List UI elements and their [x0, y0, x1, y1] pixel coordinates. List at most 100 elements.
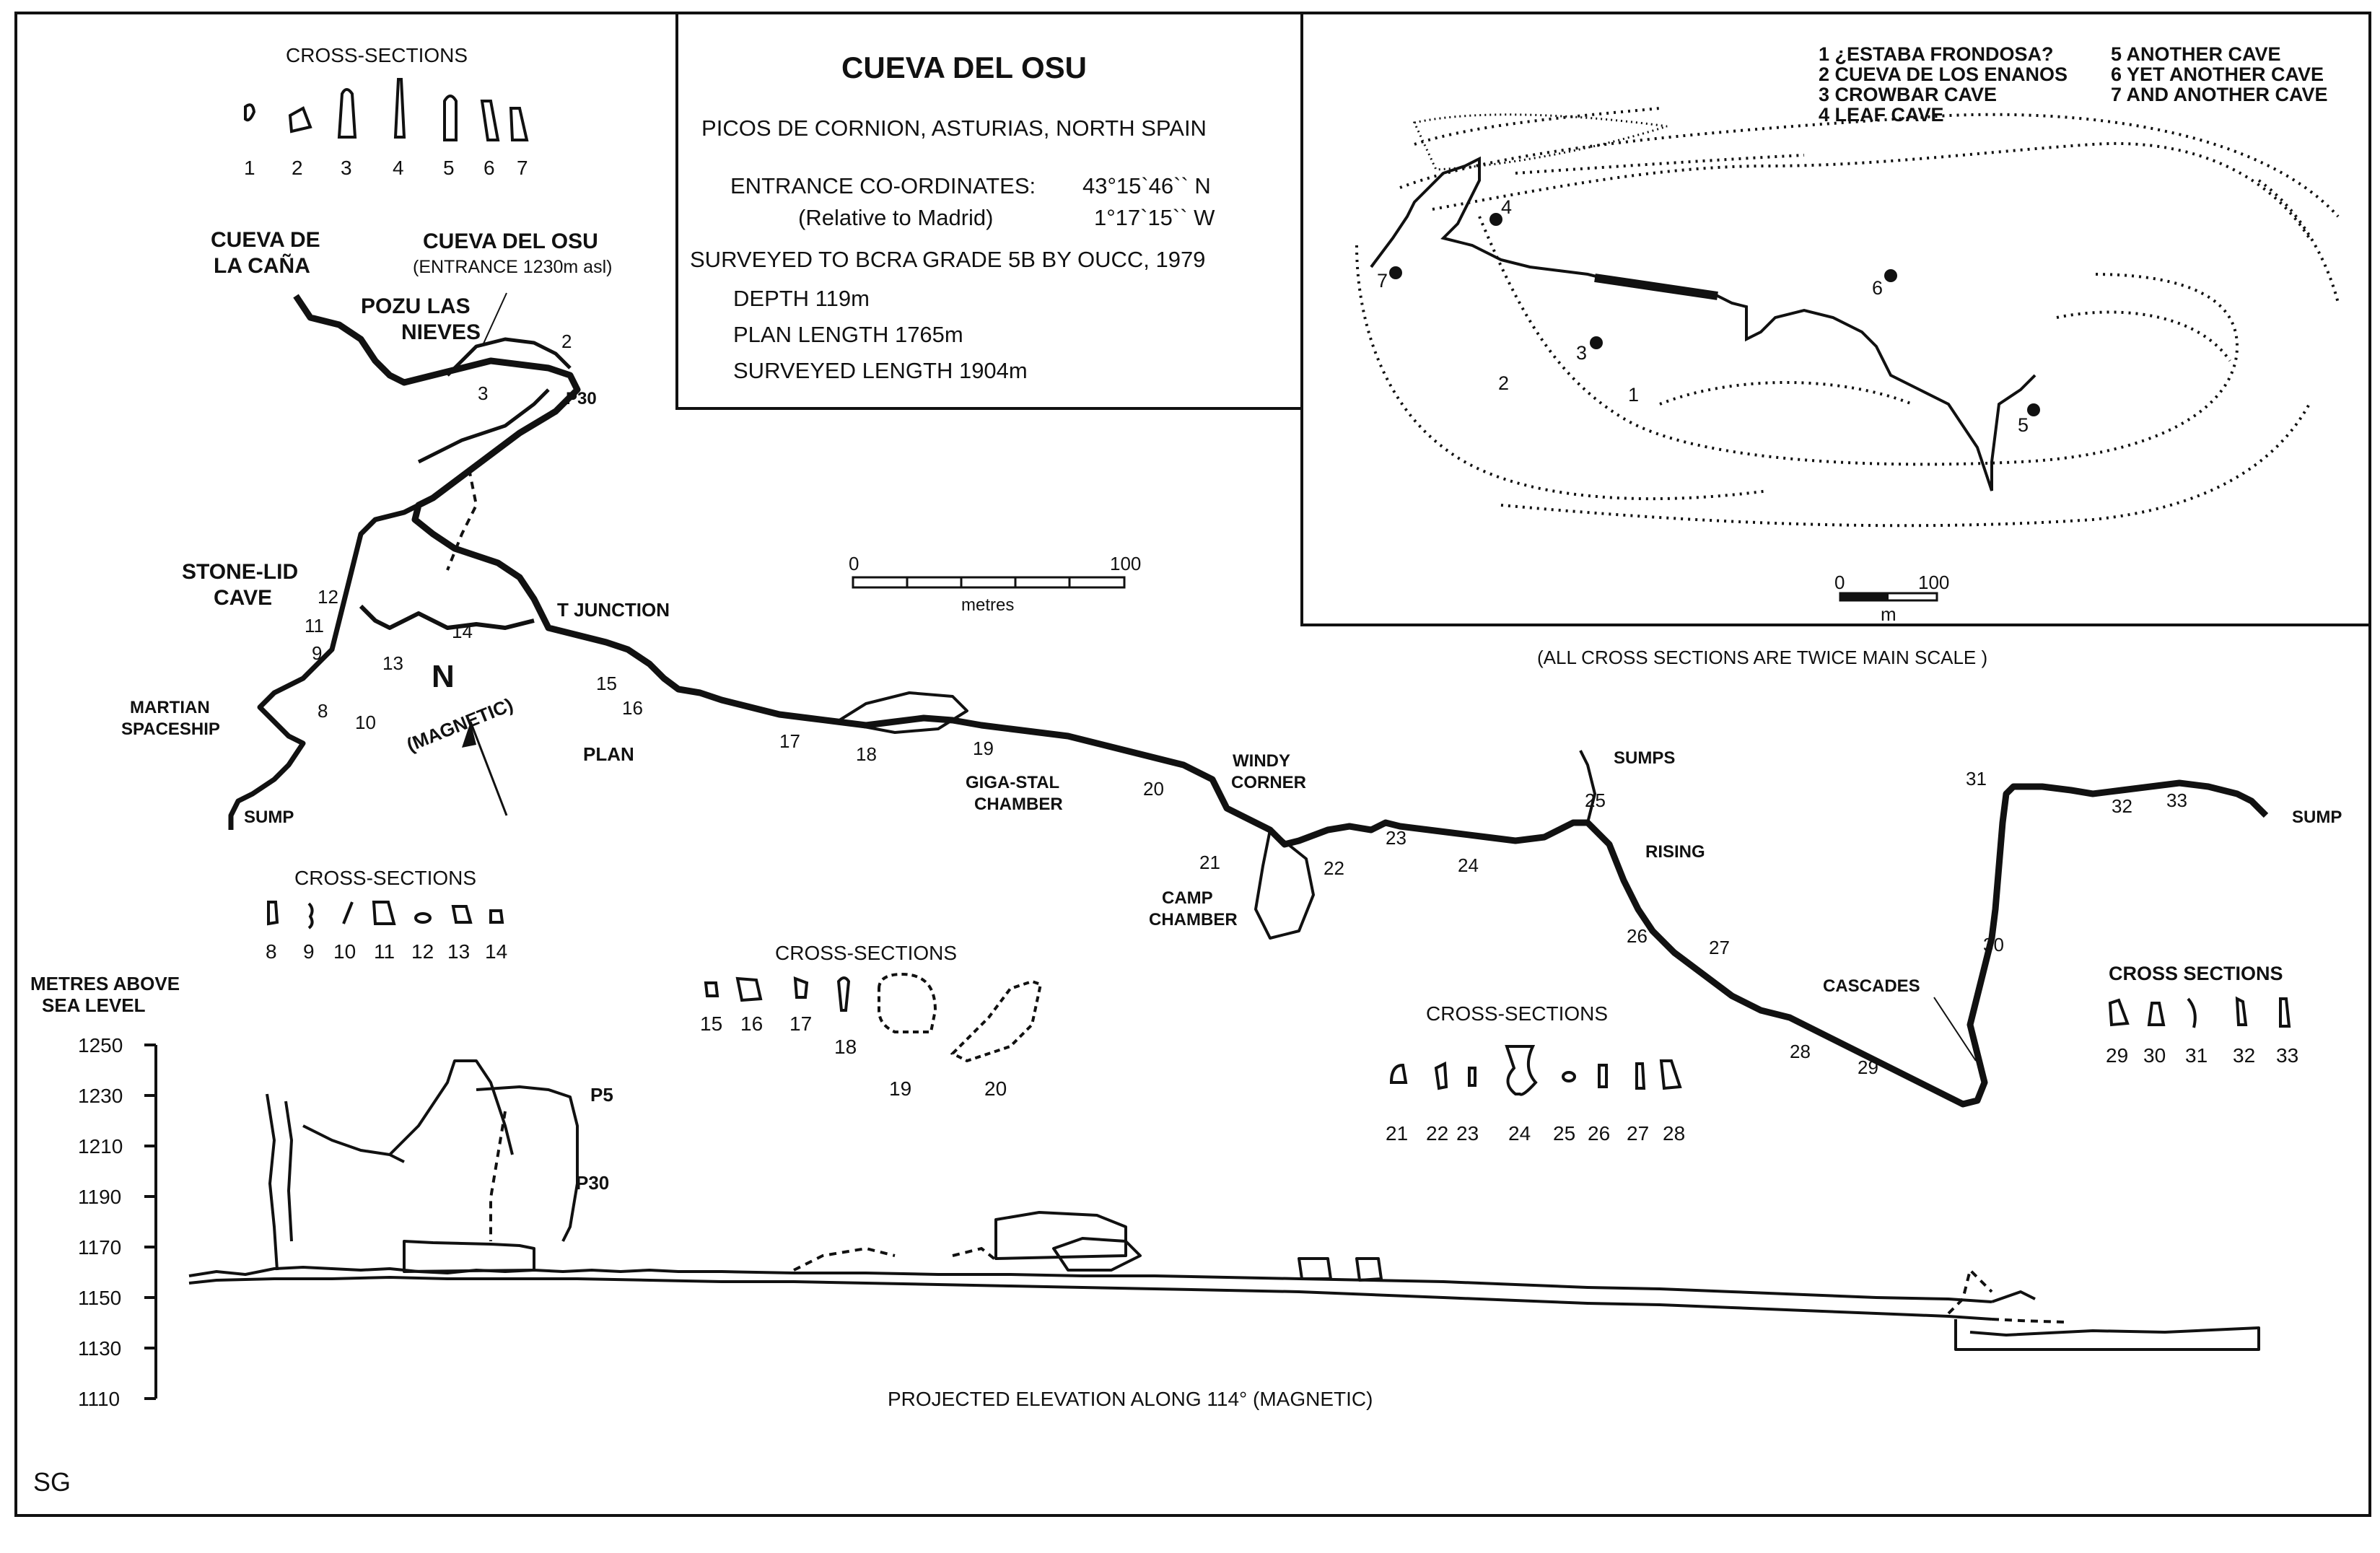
cs-num-14: 14: [485, 940, 507, 963]
north-arrow: N (MAGNETIC): [403, 659, 516, 816]
label-giga-2: CHAMBER: [974, 795, 1063, 814]
station-28: 28: [1790, 1041, 1811, 1062]
cross-section-title-4: CROSS-SECTIONS: [1426, 1002, 1608, 1025]
station-20: 20: [1143, 778, 1164, 800]
cs-num-33: 33: [2276, 1044, 2298, 1067]
legend-item-1: 1 ¿ESTABA FRONDOSA?: [1819, 43, 2054, 65]
relative-note: (Relative to Madrid): [798, 205, 993, 230]
elevation-ticks: [144, 1044, 156, 1400]
marker-label-3: 3: [1576, 342, 1587, 364]
cs-num-19: 19: [889, 1077, 911, 1100]
elevation-caption: PROJECTED ELEVATION ALONG 114° (MAGNETIC…: [888, 1388, 1373, 1410]
entrance-pointer: [483, 292, 507, 344]
cs-num-1: 1: [244, 157, 255, 179]
marker-dot-3: [1590, 336, 1603, 349]
plan-stone-lid-branch: [359, 604, 535, 630]
cs-num-24: 24: [1508, 1122, 1531, 1145]
station-13: 13: [382, 652, 403, 674]
inset-map: 1 ¿ESTABA FRONDOSA? 2 CUEVA DE LOS ENANO…: [1300, 12, 2371, 626]
marker-dot-7: [1389, 266, 1402, 279]
label-windy-2: CORNER: [1231, 773, 1306, 792]
marker-dot-4: [1489, 213, 1502, 226]
legend-item-2: 2 CUEVA DE LOS ENANOS: [1819, 64, 2068, 85]
marker-label-5: 5: [2018, 414, 2029, 436]
plan-camp-chamber: [1254, 828, 1315, 940]
label-martian-1: MARTIAN: [130, 698, 210, 717]
station-29: 29: [1858, 1057, 1878, 1078]
inset-scale-unit: m: [1881, 603, 1896, 625]
coords-label: ENTRANCE CO-ORDINATES:: [730, 173, 1036, 198]
cs-num-17: 17: [789, 1012, 812, 1035]
station-15: 15: [596, 673, 617, 694]
cs-num-7: 7: [517, 157, 528, 179]
station-11: 11: [305, 615, 324, 636]
label-sumps: SUMPS: [1614, 748, 1675, 768]
cross-section-group-2: CROSS-SECTIONS 8 9 10 11 12 13 14: [266, 867, 507, 963]
elevation-tick-1170: 1170: [78, 1236, 121, 1259]
cross-section-group-4: CROSS-SECTIONS 21 22 23 24 25 26 27 28: [1386, 1002, 1685, 1145]
station-27: 27: [1709, 937, 1730, 958]
label-camp-2: CHAMBER: [1149, 910, 1238, 929]
station-3: 3: [478, 382, 488, 404]
depth-text: DEPTH 119m: [733, 286, 870, 311]
main-scale-end: 100: [1110, 553, 1141, 574]
label-martian-2: SPACESHIP: [121, 719, 220, 739]
station-23: 23: [1386, 827, 1406, 849]
cs-num-30: 30: [2143, 1044, 2166, 1067]
signature: SG: [33, 1467, 71, 1497]
inset-scale-bar: 0 100 m: [1834, 572, 1949, 625]
marker-label-4: 4: [1501, 196, 1512, 218]
inset-scale-start: 0: [1834, 572, 1845, 593]
main-scale-unit: metres: [961, 595, 1014, 615]
plan-labels: CUEVA DE LA CAÑA CUEVA DEL OSU (ENTRANCE…: [121, 228, 2342, 1062]
cs-num-3: 3: [341, 157, 352, 179]
cs-num-9: 9: [303, 940, 315, 963]
label-cueva-osu: CUEVA DEL OSU: [423, 229, 598, 253]
latitude-value: 43°15`46`` N: [1082, 173, 1211, 198]
cs-num-8: 8: [266, 940, 277, 963]
elevation-tick-1110: 1110: [78, 1388, 120, 1410]
elevation-tick-1230: 1230: [78, 1085, 123, 1107]
station-30: 30: [1983, 934, 2004, 955]
station-12: 12: [318, 586, 338, 608]
inset-scale-end: 100: [1918, 572, 1949, 593]
elevation-p30: P30: [576, 1172, 609, 1194]
station-24: 24: [1458, 854, 1479, 876]
label-rising: RISING: [1645, 842, 1705, 862]
cs-num-2: 2: [292, 157, 303, 179]
label-t-junction: T JUNCTION: [557, 599, 670, 621]
cs-num-20: 20: [984, 1077, 1007, 1100]
elevation-tick-1190: 1190: [78, 1186, 121, 1208]
cs-num-12: 12: [411, 940, 434, 963]
label-entrance: (ENTRANCE 1230m asl): [413, 257, 612, 277]
cs-num-27: 27: [1627, 1122, 1649, 1145]
station-26: 26: [1627, 925, 1648, 947]
elevation-axis-title-1: METRES ABOVE: [30, 973, 180, 994]
magnetic-label: (MAGNETIC): [403, 694, 516, 756]
station-33: 33: [2166, 789, 2187, 811]
cross-section-title-3: CROSS-SECTIONS: [775, 942, 957, 964]
plan-main-passage: [293, 294, 2269, 1108]
cs-num-5: 5: [443, 157, 455, 179]
plan-p30-shaft: [417, 388, 550, 464]
surveyed-text: SURVEYED TO BCRA GRADE 5B BY OUCC, 1979: [690, 247, 1205, 272]
label-camp-1: CAMP: [1162, 888, 1213, 908]
map-title: CUEVA DEL OSU: [841, 51, 1087, 84]
inset-legend: 1 ¿ESTABA FRONDOSA? 2 CUEVA DE LOS ENANO…: [1819, 43, 2328, 126]
cs-num-22: 22: [1426, 1122, 1448, 1145]
cascades-pointer: [1933, 997, 1977, 1062]
station-22: 22: [1324, 857, 1344, 879]
north-label: N: [432, 659, 455, 694]
cs-num-4: 4: [393, 157, 404, 179]
legend-item-5: 5 ANOTHER CAVE: [2111, 43, 2281, 65]
cross-section-title-1: CROSS-SECTIONS: [286, 44, 468, 66]
cross-section-title-2: CROSS-SECTIONS: [294, 867, 476, 889]
inset-stipple-area: [1412, 113, 1668, 171]
inset-thick-cave: [1594, 274, 1718, 300]
plan-west-branch: [228, 502, 420, 830]
cross-section-group-3: CROSS-SECTIONS 15 16 17 18 19 20: [700, 942, 1043, 1100]
cs-num-25: 25: [1553, 1122, 1575, 1145]
plan-passage: [228, 294, 2269, 1108]
station-17: 17: [779, 730, 800, 752]
